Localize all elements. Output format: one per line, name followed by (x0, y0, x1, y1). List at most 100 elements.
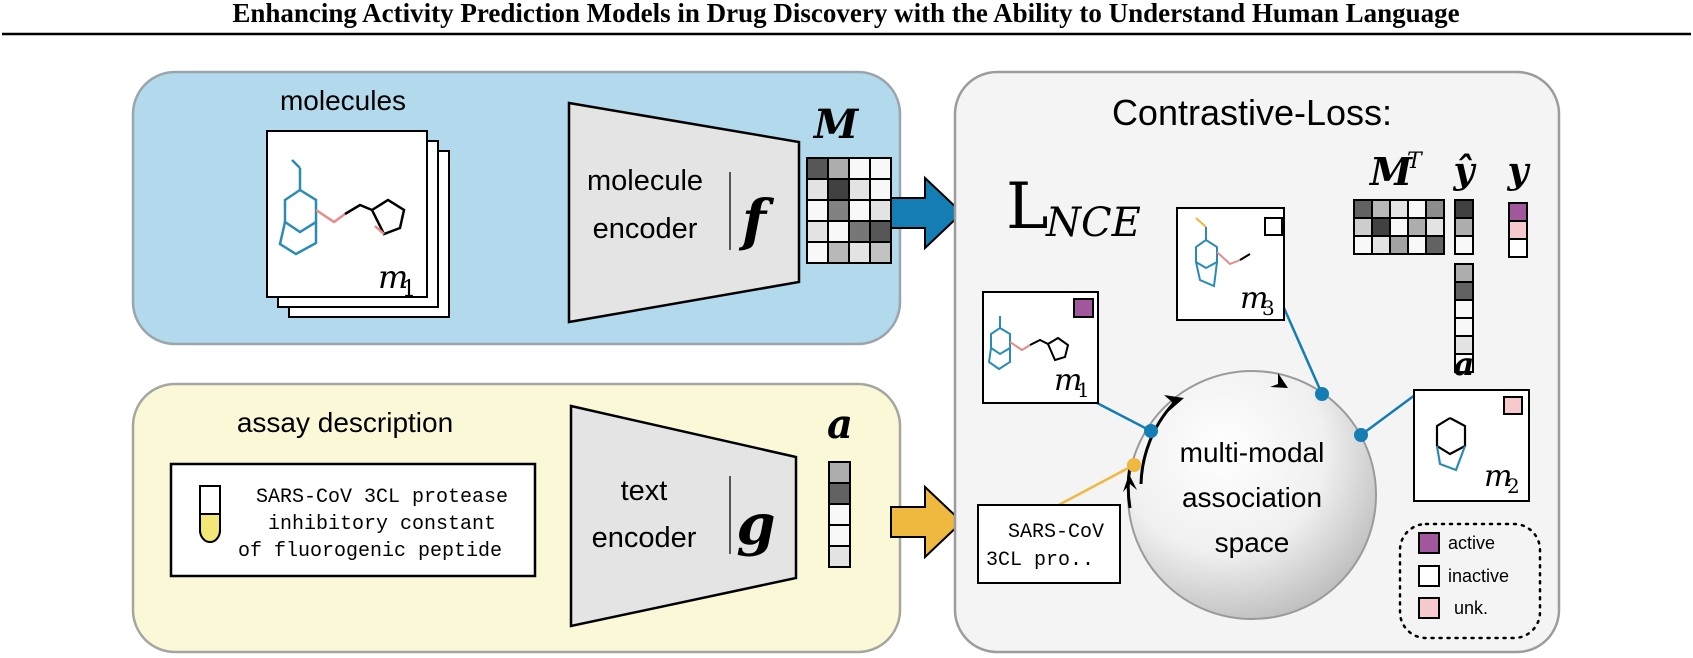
legend-label-inactive: inactive (1448, 566, 1509, 586)
m-matrix-cell (869, 199, 892, 222)
text-panel: assay description SARS-CoV 3CL protease … (131, 382, 902, 654)
molecule-card-m3: m 3 (1176, 207, 1285, 321)
legend-swatch-unknown (1418, 597, 1440, 619)
a-col-label: a (1454, 345, 1475, 383)
mt-matrix-cell (1389, 235, 1409, 255)
m-matrix-cell (806, 241, 829, 264)
mt-matrix-cell (1371, 235, 1391, 255)
snippet-line-1: SARS-CoV (1008, 521, 1104, 544)
mt-matrix-cell (1407, 235, 1427, 255)
m3-sub: 3 (1262, 296, 1275, 320)
assay-line-2: inhibitory constant (268, 513, 496, 536)
y-cell (1508, 202, 1528, 222)
molecule-panel: molecules m 1 molecule encoder (131, 70, 902, 346)
mt-matrix-cell (1407, 199, 1427, 219)
a-col-cell (1454, 353, 1474, 373)
transposed-matrix (1353, 199, 1445, 255)
mt-matrix-cell (1389, 217, 1409, 237)
status-legend: active inactive unk. (1398, 522, 1542, 640)
m-matrix-cell (806, 178, 829, 201)
mt-superscript: T (1407, 149, 1424, 174)
mt-matrix-cell (1425, 199, 1445, 219)
text-to-loss-arrow (890, 484, 964, 560)
rotation-arrowhead-top (1164, 395, 1184, 412)
contrastive-panel: Contrastive-Loss: L NCE M T ŷ y a multi-… (953, 70, 1561, 654)
connector-m3 (1282, 307, 1324, 395)
molecule-encoder: molecule encoder f (567, 101, 801, 324)
mt-matrix-cell (1371, 199, 1391, 219)
a-vector-cell (828, 482, 851, 505)
molecules-label: molecules (280, 85, 406, 116)
point-m1 (1144, 424, 1158, 438)
a-vector-cell (828, 545, 851, 568)
m-matrix-cell (848, 199, 871, 222)
text-encoder: text encoder g (569, 404, 798, 628)
connector-text (1052, 463, 1135, 510)
y-label: y (1507, 150, 1531, 192)
m-matrix-cell (827, 178, 850, 201)
contrastive-title: Contrastive-Loss: (1112, 92, 1392, 133)
m-matrix-cell (806, 157, 829, 180)
molecule-embedding-matrix (806, 157, 892, 264)
stack-m-sub: 1 (402, 277, 416, 302)
test-tube-icon (199, 485, 221, 543)
space-label-3: space (1215, 527, 1290, 558)
text-encoder-label-1: text (621, 475, 668, 507)
m-matrix-cell (848, 178, 871, 201)
molecule-card-m2: m 2 (1413, 389, 1530, 502)
m-matrix-cell (869, 157, 892, 180)
mt-matrix-cell (1353, 217, 1373, 237)
m3-status-swatch (1264, 217, 1283, 236)
rotation-arrowhead-right (1270, 373, 1288, 388)
a-col-cell (1454, 281, 1474, 301)
assay-description-label: assay description (237, 407, 453, 438)
a-vector-cell (828, 524, 851, 547)
a-col-cell (1454, 263, 1474, 283)
space-label-1: multi-modal (1180, 437, 1325, 468)
m-matrix-cell (869, 178, 892, 201)
text-snippet-card (977, 504, 1121, 584)
true-labels (1508, 202, 1528, 258)
a-vector-cell (828, 461, 851, 484)
assay-card (169, 462, 537, 578)
a-col-cell (1454, 317, 1474, 337)
yhat-cell (1454, 217, 1474, 237)
m3-label: m (1240, 281, 1268, 316)
yhat-label: ŷ (1453, 150, 1477, 192)
space-label-2: association (1182, 482, 1322, 513)
molecule-to-loss-arrow (890, 175, 964, 251)
molecule-card-m1: m 1 (982, 291, 1099, 404)
m-matrix-cell (869, 220, 892, 243)
assay-line-1: SARS-CoV 3CL protease (256, 486, 508, 509)
m-matrix-cell (806, 199, 829, 222)
loss-subscript: NCE (1045, 200, 1141, 246)
point-m3 (1315, 387, 1329, 401)
predicted-scores (1454, 199, 1474, 255)
molecule-m1-structure (278, 159, 406, 256)
m-matrix-cell (827, 220, 850, 243)
molecule-card-stack: m 1 (266, 130, 450, 318)
m2-status-swatch (1503, 396, 1523, 415)
connector-m2 (1360, 393, 1416, 437)
a-vector-cell (828, 503, 851, 526)
m-matrix-cell (869, 241, 892, 264)
point-text (1127, 458, 1141, 472)
mt-matrix-cell (1353, 199, 1373, 219)
m1-label: m (1054, 363, 1082, 398)
snippet-line-2: 3CL pro.. (986, 549, 1094, 572)
mt-matrix-cell (1353, 235, 1373, 255)
molecule-encoder-label-1: molecule (587, 165, 703, 197)
m-matrix-cell (848, 241, 871, 264)
legend-label-unknown: unk. (1454, 598, 1488, 618)
m-matrix-cell (827, 199, 850, 222)
loss-symbol: L (1006, 170, 1049, 244)
connector-m1 (1096, 401, 1152, 433)
assay-line-3: of fluorogenic peptide (238, 540, 502, 563)
stack-m-label: m (378, 258, 408, 296)
figure-title: Enhancing Activity Prediction Models in … (232, 0, 1459, 28)
m-matrix-cell (827, 157, 850, 180)
legend-label-active: active (1448, 533, 1495, 553)
m1-status-swatch (1073, 298, 1094, 318)
m-matrix-cell (806, 220, 829, 243)
